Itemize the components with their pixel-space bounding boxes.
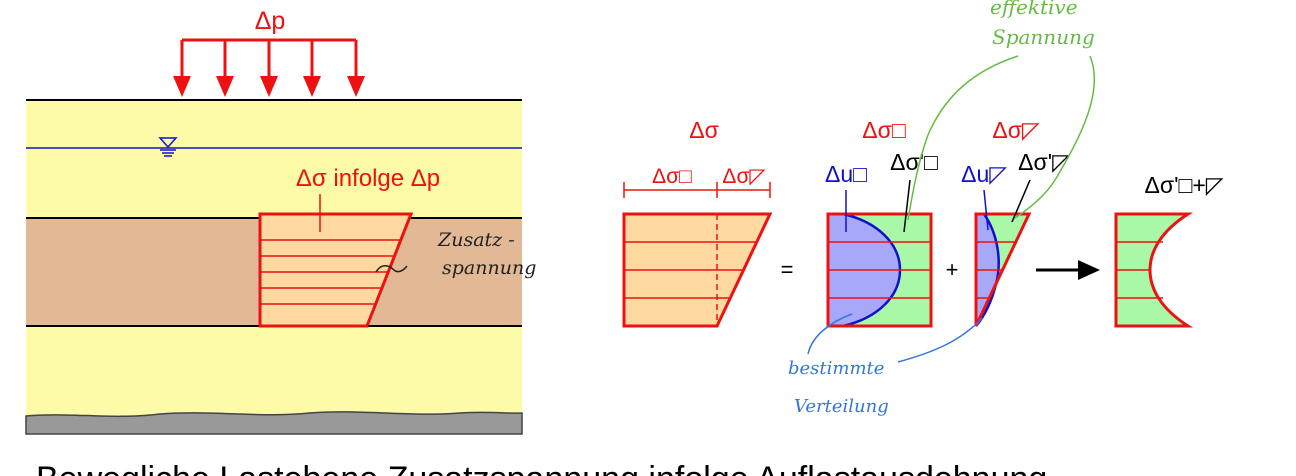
result-label: Δσ'□+◸ xyxy=(1145,172,1224,198)
total-stress-trapezoid xyxy=(622,212,773,328)
term1-top-label: Δσ□ xyxy=(862,117,906,143)
note-zusatz-line1: Zusatz - xyxy=(437,229,515,251)
plus-sign: + xyxy=(946,257,959,282)
groundwater-symbol-icon xyxy=(158,137,178,157)
term2-effective-label: Δσ'◸ xyxy=(1018,149,1070,175)
note-distribution-pointer-a xyxy=(807,313,853,355)
result-arrow xyxy=(1036,260,1100,280)
term2-triangle-diagram xyxy=(974,179,1032,327)
note-distribution-line1: bestimmte xyxy=(788,358,884,379)
equals-sign: = xyxy=(781,257,794,282)
upper-sand-layer xyxy=(26,100,522,218)
note-distribution-pointer-b xyxy=(897,317,983,363)
note-effective-pointer-a xyxy=(907,55,1019,221)
term2-top-label: Δσ◸ xyxy=(992,117,1040,143)
note-effective-line2: Spannung xyxy=(992,25,1095,49)
rect-part-label: Δσ□ xyxy=(652,165,692,188)
stress-label: Δσ infolge Δp xyxy=(296,165,440,192)
term2-pore-pressure-label: Δu◸ xyxy=(961,161,1007,187)
term1-rectangle-diagram xyxy=(826,179,933,328)
total-stress-label: Δσ xyxy=(689,117,719,143)
lower-sand-layer xyxy=(26,326,522,416)
note-pointer-squiggle xyxy=(375,265,408,273)
soil-profile: Δp Δσ infolge Δp Zusatz - spannung xyxy=(25,7,536,435)
stress-decomposition: Δσ Δσ□ Δσ◸ = Δσ□ Δu□ Δσ'□ xyxy=(622,0,1224,417)
note-effective-pointer-b xyxy=(1014,55,1095,219)
surface-load-arrows xyxy=(173,38,365,97)
result-effective-stress-diagram xyxy=(1114,212,1194,328)
note-effective-line1: effektive xyxy=(990,0,1078,19)
load-label: Δp xyxy=(255,7,286,35)
caption: Bewegliche Lastebene Zusatzspannung info… xyxy=(36,460,1047,476)
width-dimension-line xyxy=(623,182,771,198)
note-zusatz-line2: spannung xyxy=(442,257,536,279)
note-distribution-line2: Verteilung xyxy=(794,396,889,417)
tri-part-label: Δσ◸ xyxy=(722,165,766,188)
term1-effective-label: Δσ'□ xyxy=(890,149,938,175)
stress-distribution-shape xyxy=(258,194,414,328)
term1-pore-pressure-label: Δu□ xyxy=(825,161,867,187)
bedrock-base xyxy=(25,411,523,435)
